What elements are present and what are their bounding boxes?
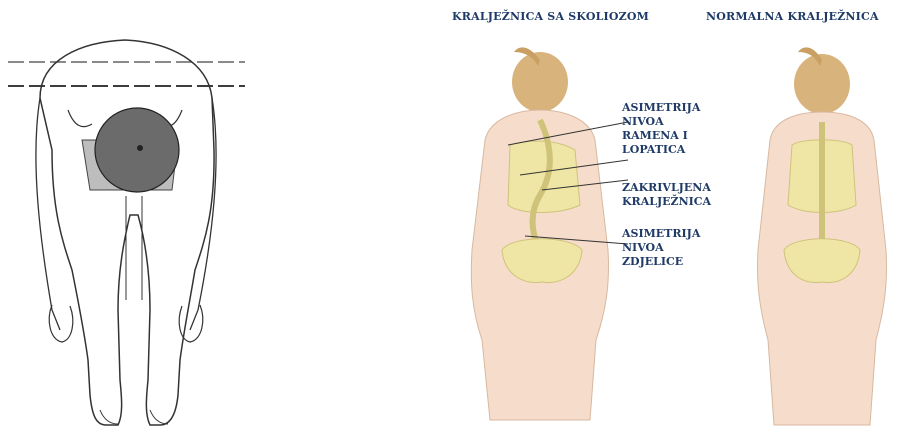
left-foot <box>100 410 118 424</box>
ribcage <box>508 141 580 212</box>
left-scapula <box>68 110 92 127</box>
scoliosis-figure <box>430 0 730 430</box>
head-hair <box>794 54 850 114</box>
leg-inner-lines <box>126 196 142 300</box>
right-arm-outline <box>190 98 216 330</box>
head-hair <box>512 52 568 112</box>
right-foot <box>150 410 168 424</box>
normal-body-drawing <box>730 0 905 430</box>
normal-figure <box>730 0 905 430</box>
head <box>95 108 179 192</box>
head-crown-mark <box>137 145 143 151</box>
forward-bend-drawing <box>0 0 260 430</box>
body-outline <box>40 40 214 425</box>
scoliosis-body-drawing <box>430 0 730 430</box>
forward-bend-test-illustration <box>0 0 260 430</box>
right-hand <box>179 305 203 342</box>
